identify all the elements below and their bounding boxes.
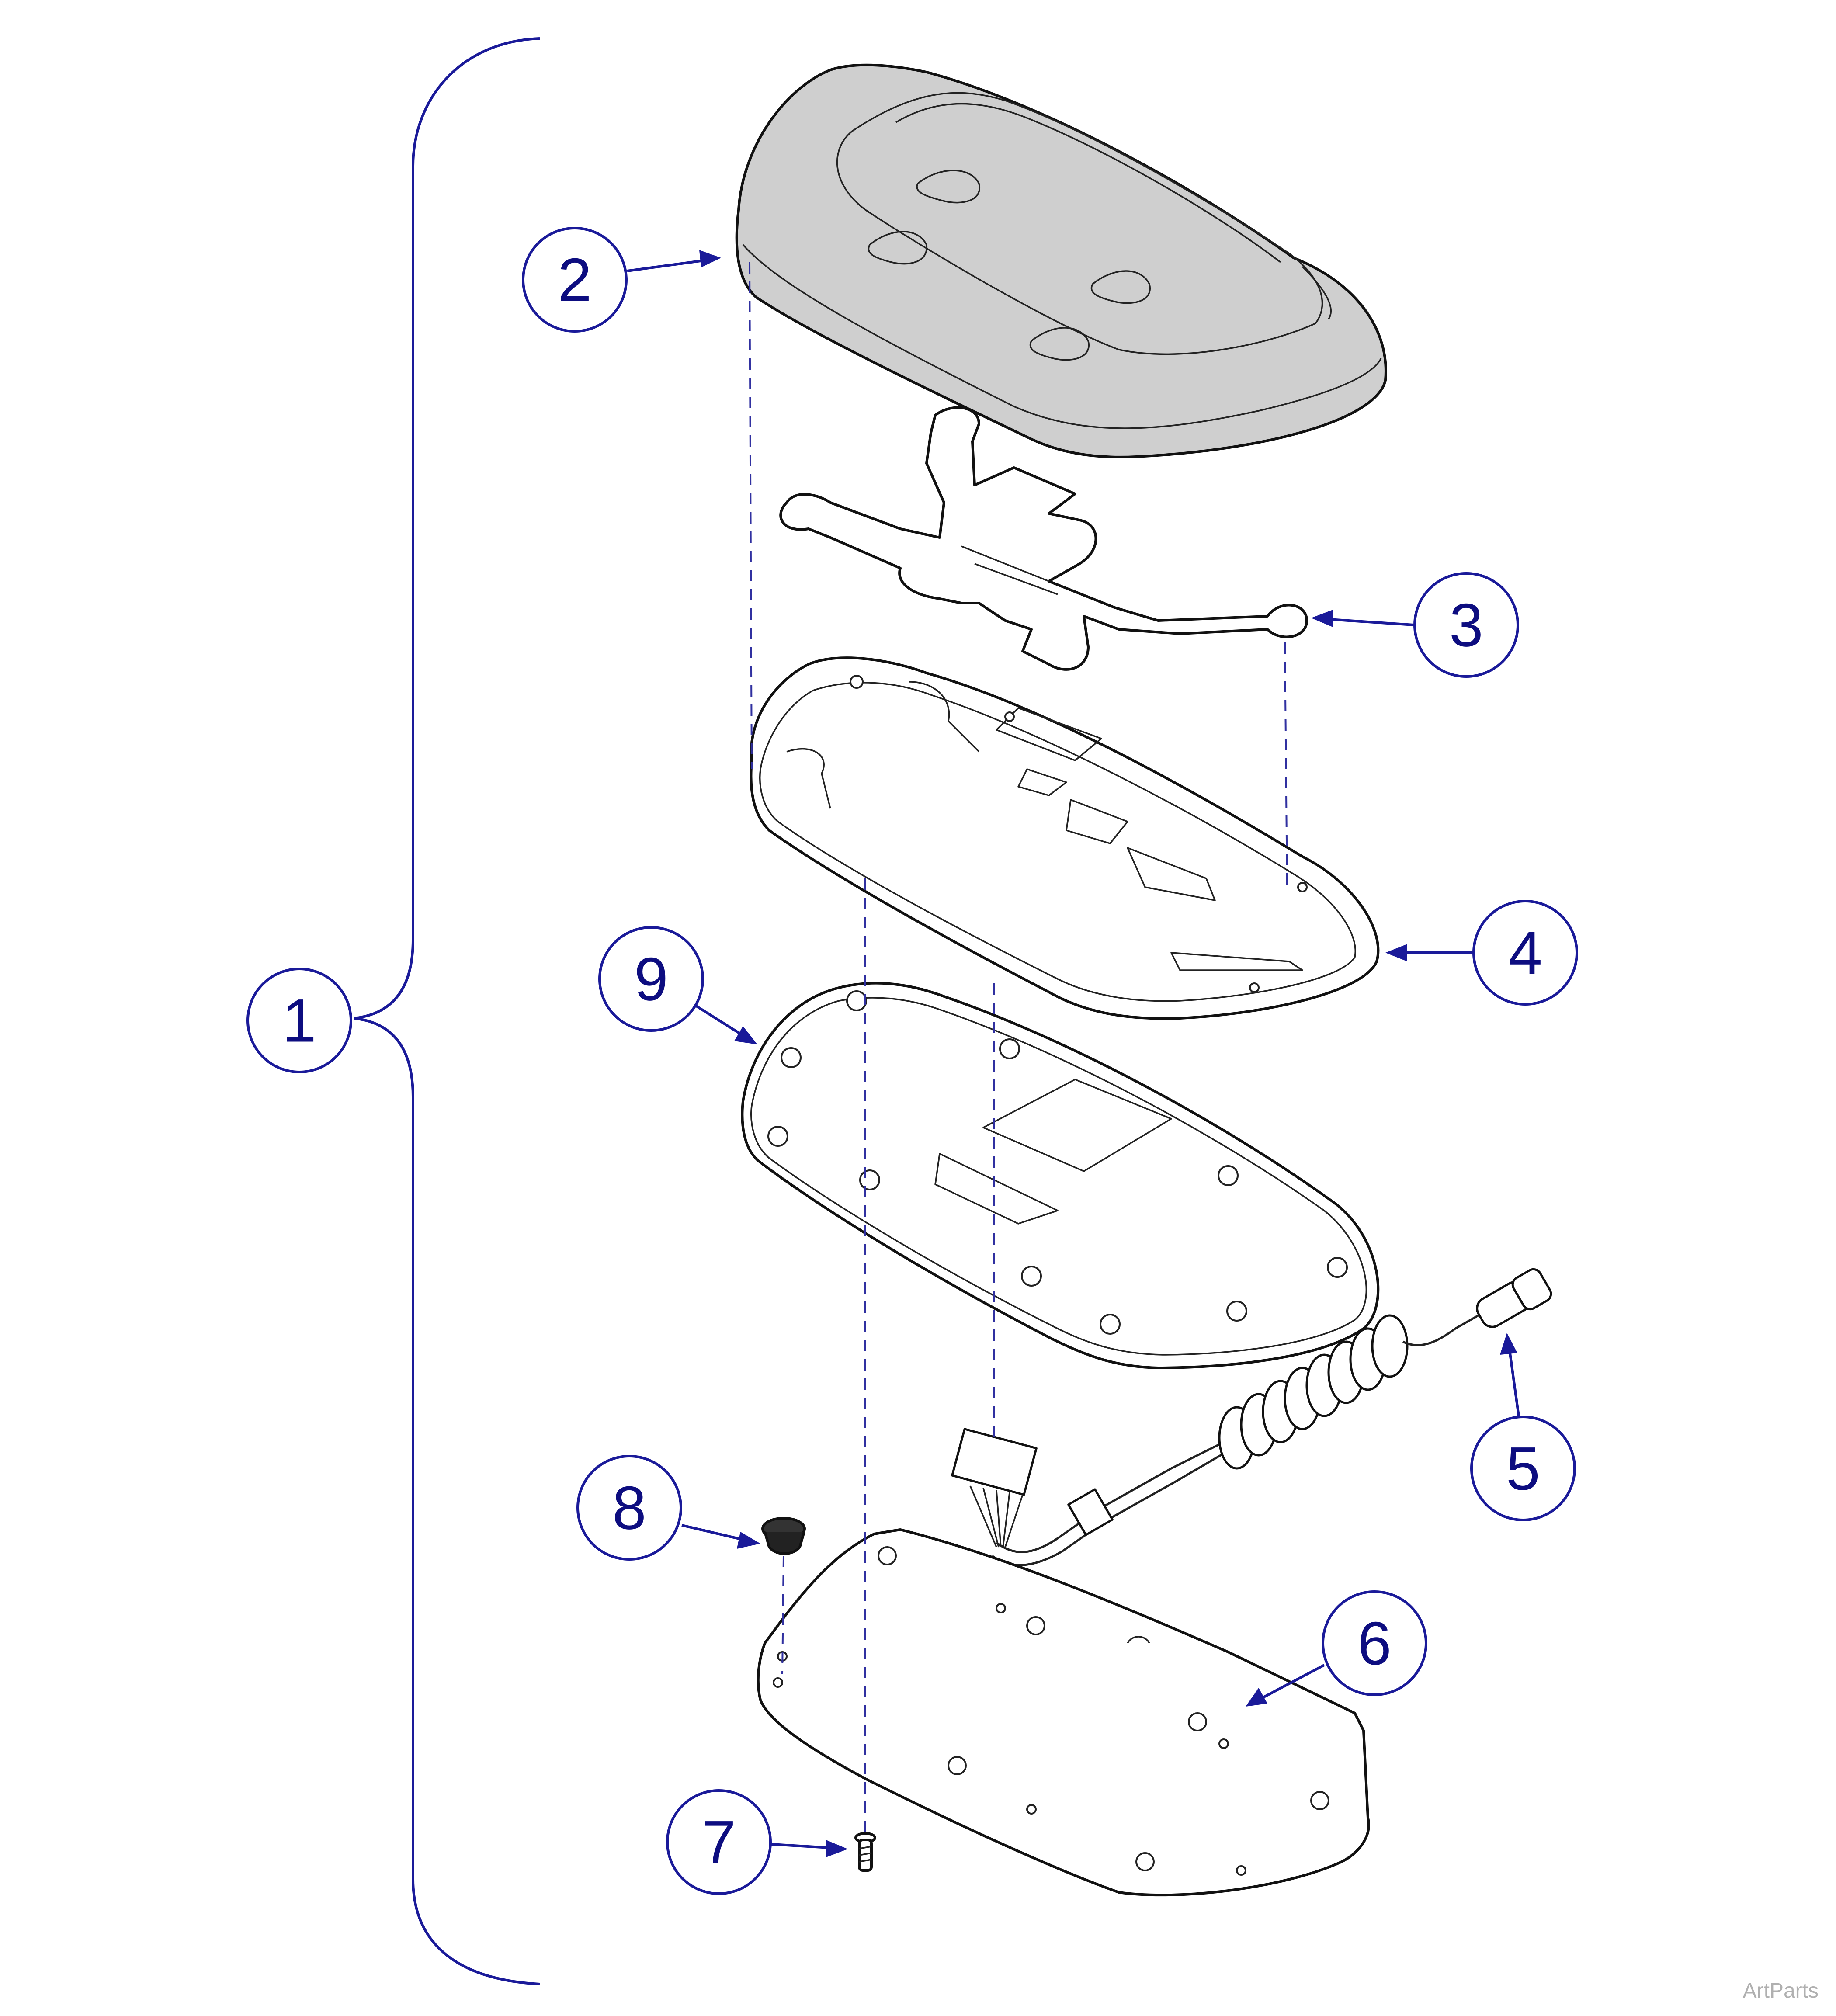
part-plug [761, 1517, 806, 1555]
part-membrane-switch [779, 406, 1308, 671]
svg-text:3: 3 [1449, 591, 1483, 659]
svg-text:6: 6 [1357, 1609, 1392, 1678]
callout-8: 8 [576, 1455, 682, 1561]
part-bottom-plate [757, 1528, 1370, 1897]
part-base-housing [750, 656, 1380, 1020]
svg-text:1: 1 [282, 986, 316, 1055]
svg-text:2: 2 [558, 246, 592, 314]
svg-text:7: 7 [702, 1808, 736, 1877]
svg-text:8: 8 [612, 1474, 646, 1542]
cable-connector-round [1476, 1268, 1552, 1328]
svg-text:5: 5 [1506, 1434, 1540, 1503]
part-bottom-tray [741, 982, 1380, 1369]
watermark-label: ArtParts [1742, 1979, 1819, 2002]
callout-7: 7 [666, 1789, 772, 1895]
callout-3: 3 [1413, 572, 1519, 678]
part-cover [735, 63, 1387, 458]
leader-arrows [627, 250, 1520, 1857]
callout-2: 2 [522, 227, 628, 333]
callout-9: 9 [598, 926, 704, 1032]
callout-4: 4 [1472, 900, 1578, 1006]
callout-6: 6 [1322, 1590, 1427, 1696]
alignment-lines [749, 262, 1288, 1836]
callout-5: 5 [1470, 1416, 1576, 1521]
cable-connector-ribbon [951, 1428, 1038, 1548]
part-coiled-cable [951, 1268, 1552, 1566]
part-screw [854, 1832, 876, 1872]
callout-1: 1 [246, 968, 352, 1073]
cable-coil [1218, 1314, 1409, 1470]
assembly-brace [354, 37, 540, 1985]
svg-text:9: 9 [634, 945, 668, 1013]
svg-text:4: 4 [1508, 919, 1542, 987]
